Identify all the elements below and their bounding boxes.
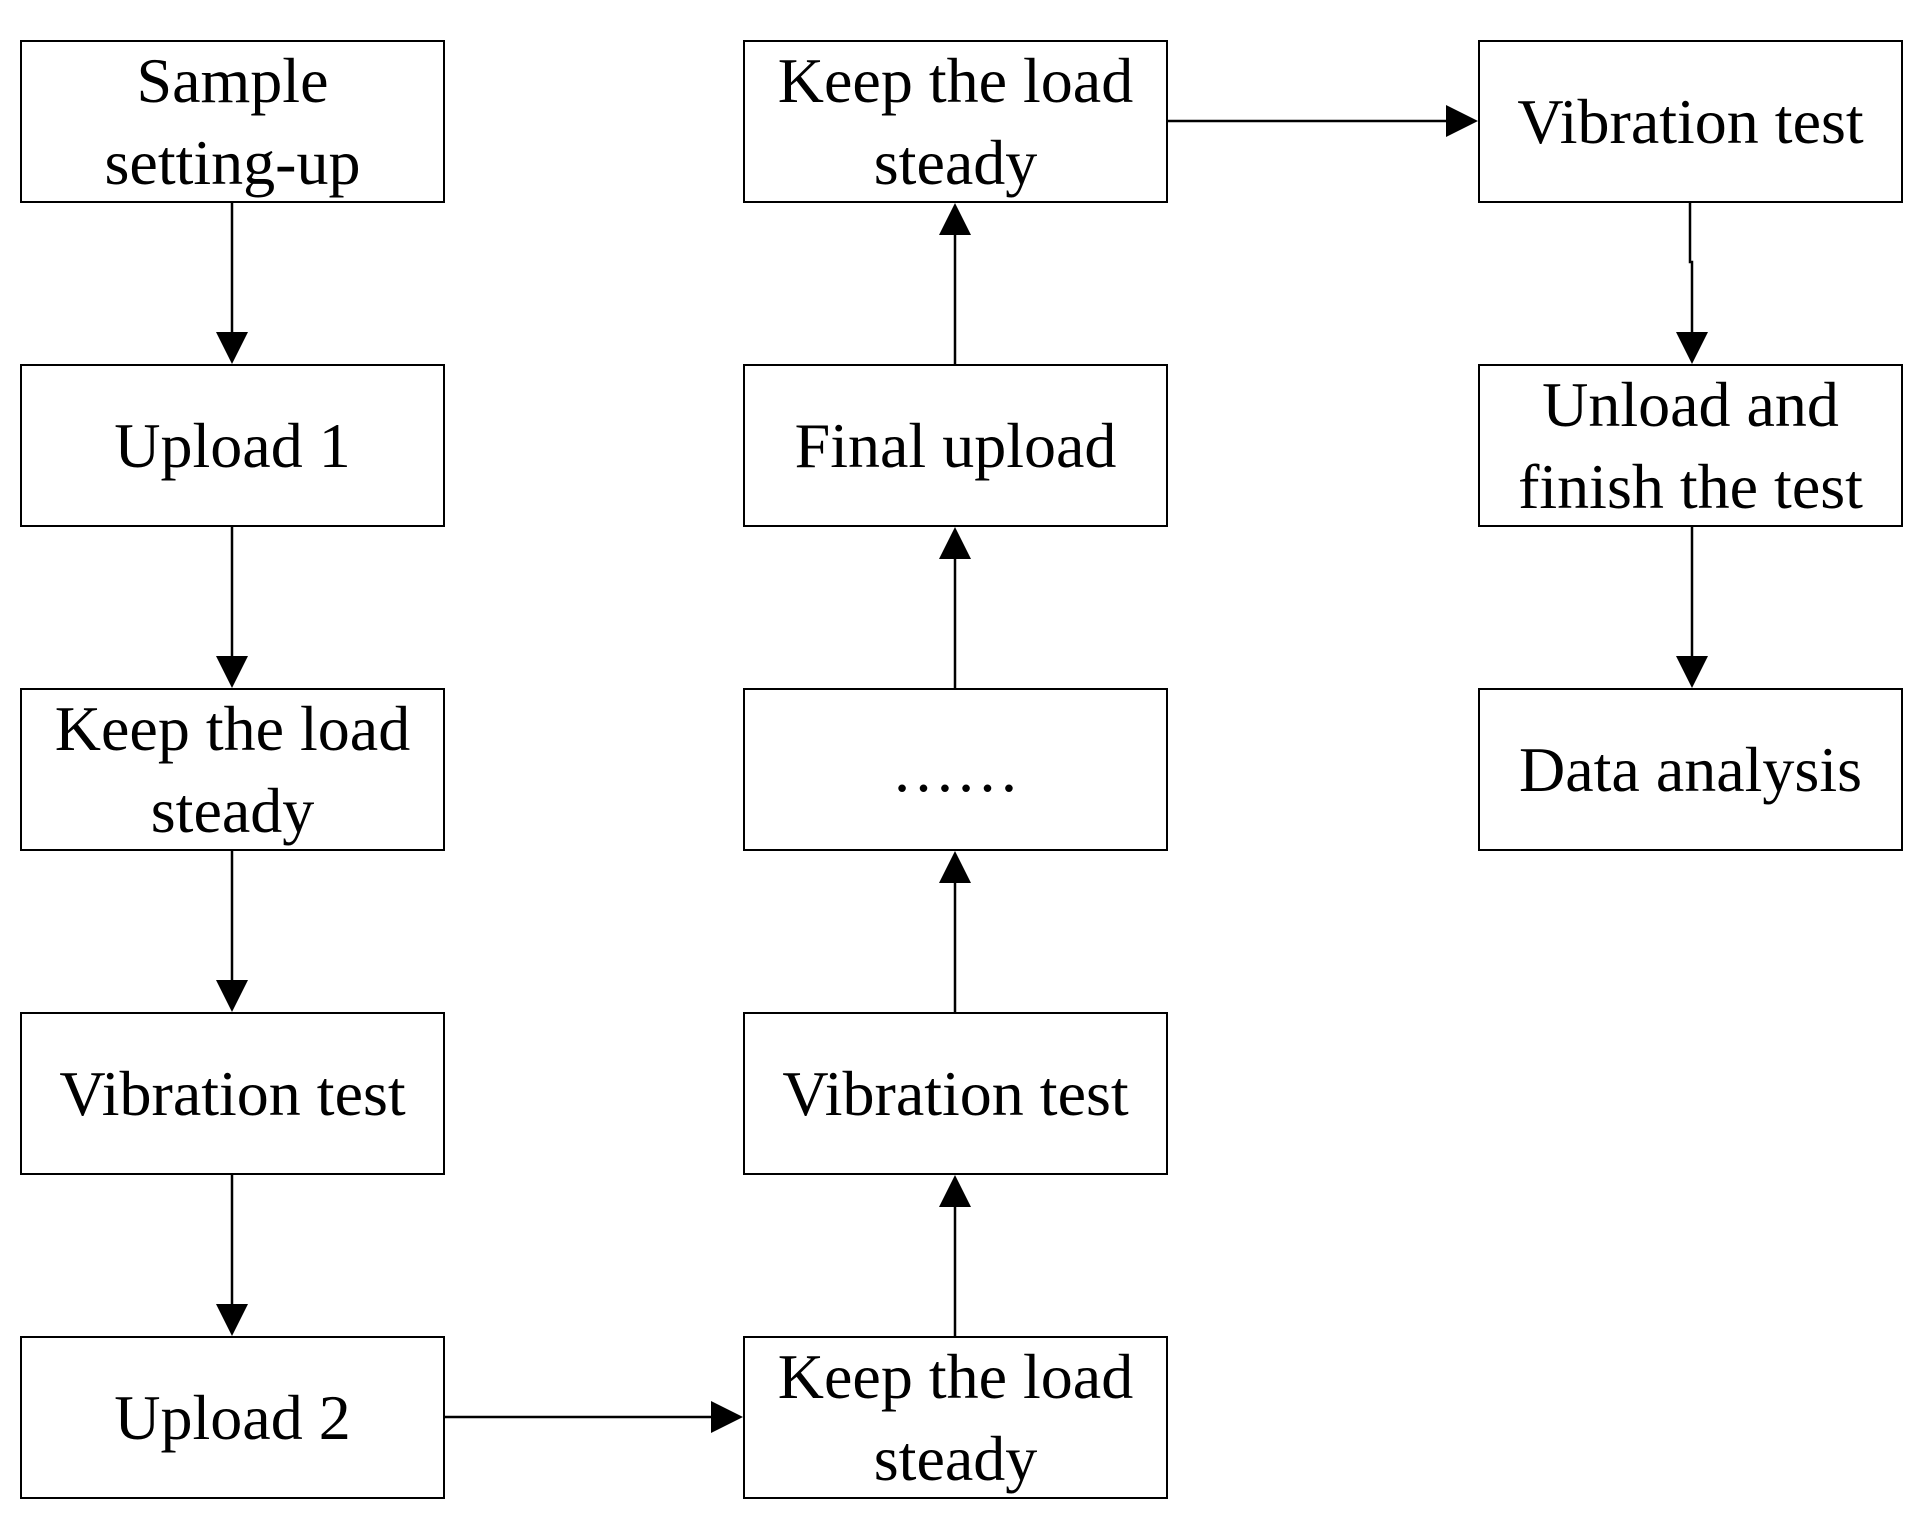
- node-label: Sample setting-up: [104, 44, 361, 198]
- arrow-unload-to-dataanalysis: [1676, 527, 1708, 688]
- node-label: Final upload: [794, 409, 1117, 481]
- arrow-upload1-to-keepload1: [216, 527, 248, 688]
- node-label: Vibration test: [782, 1057, 1129, 1129]
- node-upload-2: Upload 2: [20, 1336, 445, 1499]
- arrow-vibration2-to-ellipsis: [939, 851, 971, 1012]
- arrow-keepload1-to-vibration1: [216, 851, 248, 1012]
- node-data-analysis: Data analysis: [1478, 688, 1903, 851]
- arrow-sample-to-upload1: [216, 203, 248, 364]
- node-final-upload: Final upload: [743, 364, 1168, 527]
- node-keep-load-steady-1: Keep the load steady: [20, 688, 445, 851]
- node-label: Data analysis: [1519, 733, 1862, 805]
- node-keep-load-steady-2: Keep the load steady: [743, 1336, 1168, 1499]
- node-keep-load-steady-3: Keep the load steady: [743, 40, 1168, 203]
- node-label: ……: [891, 733, 1020, 805]
- node-sample-setting-up: Sample setting-up: [20, 40, 445, 203]
- node-label: Vibration test: [59, 1057, 406, 1129]
- arrow-upload2-to-keepload2: [445, 1401, 743, 1433]
- node-label: Vibration test: [1517, 85, 1864, 157]
- node-label: Unload and finish the test: [1518, 368, 1863, 522]
- node-label: Upload 2: [114, 1381, 351, 1453]
- arrow-vibration3-to-unload: [1676, 203, 1708, 364]
- node-label: Keep the load steady: [777, 44, 1134, 198]
- node-vibration-test-1: Vibration test: [20, 1012, 445, 1175]
- node-label: Keep the load steady: [54, 692, 411, 846]
- arrow-vibration1-to-upload2: [216, 1175, 248, 1336]
- node-upload-1: Upload 1: [20, 364, 445, 527]
- arrow-finalupload-to-keepload3: [939, 203, 971, 364]
- node-label: Keep the load steady: [777, 1340, 1134, 1494]
- node-ellipsis: ……: [743, 688, 1168, 851]
- arrow-ellipsis-to-finalupload: [939, 527, 971, 688]
- node-label: Upload 1: [114, 409, 351, 481]
- node-vibration-test-3: Vibration test: [1478, 40, 1903, 203]
- node-vibration-test-2: Vibration test: [743, 1012, 1168, 1175]
- arrow-keepload2-to-vibration2: [939, 1175, 971, 1336]
- node-unload-finish-test: Unload and finish the test: [1478, 364, 1903, 527]
- arrow-keepload3-to-vibration3: [1168, 105, 1478, 137]
